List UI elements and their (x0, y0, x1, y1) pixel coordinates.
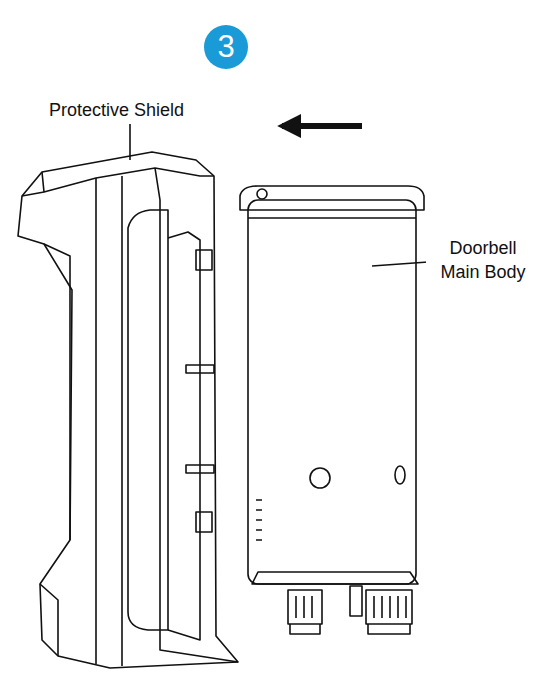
protective-shield (18, 152, 238, 668)
part-label: Protective Shield (47, 98, 186, 122)
shield-edge (22, 168, 214, 196)
shield-tab (196, 512, 212, 532)
doorbell-hole (395, 466, 405, 484)
doorbell-cap (240, 186, 424, 218)
connector (366, 590, 412, 624)
shield-tab (196, 250, 212, 270)
badge-circle (204, 25, 248, 69)
step-number: 3 (204, 25, 248, 69)
direction-arrow (282, 123, 362, 129)
shield-tab (186, 465, 214, 473)
doorbell-vent (256, 500, 262, 540)
shield-frame (128, 210, 168, 630)
leader-line (129, 124, 131, 160)
leader-line (372, 262, 428, 266)
part-label: Doorbell Main Body (426, 236, 540, 284)
connector-pins (290, 596, 320, 634)
shield-tab (186, 365, 214, 373)
shield-edge (40, 244, 70, 656)
connector (350, 586, 362, 616)
doorbell-hole (310, 468, 330, 488)
doorbell-body (248, 200, 416, 584)
shield-frame (168, 232, 200, 640)
connector-pins (368, 596, 410, 634)
doorbell-base (252, 572, 418, 584)
shield-edge (96, 176, 122, 666)
step-badge: 3 (204, 25, 248, 69)
doorbell-screw (257, 189, 267, 199)
connector (288, 590, 322, 624)
